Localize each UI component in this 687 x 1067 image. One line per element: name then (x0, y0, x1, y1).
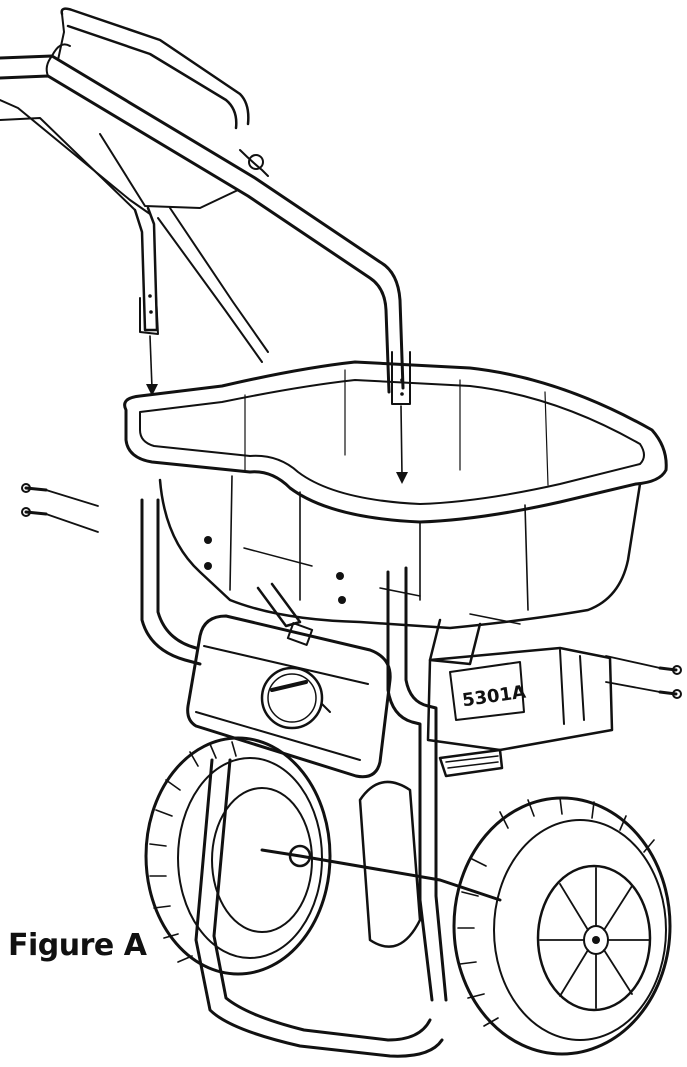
axle (260, 844, 502, 902)
upper-handle (0, 43, 405, 394)
control-plate (186, 582, 392, 779)
bolts-right (605, 655, 682, 699)
figure-caption: Figure A (8, 928, 147, 963)
gearbox (358, 646, 614, 948)
bolts-left (21, 483, 99, 533)
hopper (123, 360, 668, 666)
handle-top-bar (57, 7, 269, 177)
left-wheel (144, 736, 332, 976)
handle-lower-section (99, 133, 411, 405)
frame-tubes (140, 498, 448, 1058)
right-wheel (452, 796, 672, 1056)
assembly-arrows (146, 335, 408, 484)
